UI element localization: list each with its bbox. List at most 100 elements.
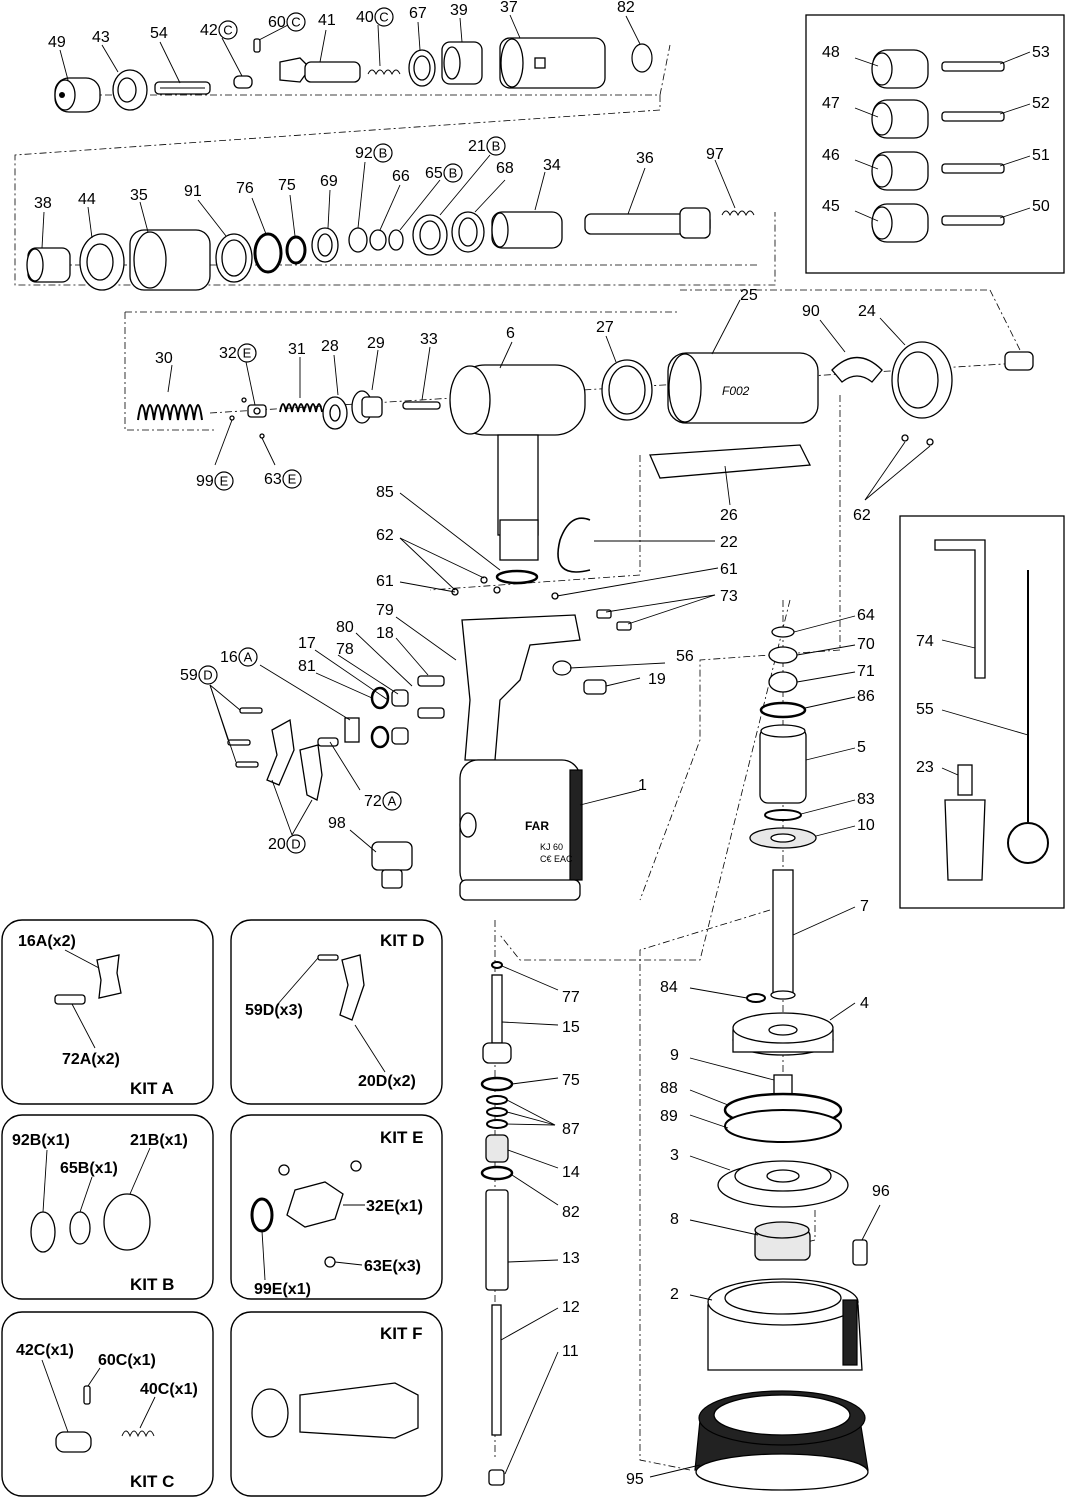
callout-c79: 79 [376, 602, 394, 619]
part-92 [348, 227, 368, 253]
callout-number: 77 [562, 989, 580, 1006]
callout-letter-circle [373, 143, 393, 163]
callout-letter-circle [282, 469, 302, 489]
model-mark: KJ 60 [540, 842, 563, 852]
callout-letter-circle [238, 647, 258, 667]
callout-number: 56 [676, 648, 694, 665]
callout-letter: D [291, 837, 300, 852]
callout-c49: 49 [48, 34, 66, 51]
kit-c-label-42c: 42C(x1) [16, 1342, 74, 1359]
callout-c77: 77 [562, 989, 580, 1006]
callout-c2: 2 [670, 1286, 679, 1303]
kit-a-part-16 [96, 954, 122, 999]
callout-number: 44 [78, 191, 96, 208]
callout-c97: 97 [706, 146, 724, 163]
part-97 [721, 210, 755, 217]
part-62-dots [901, 434, 934, 446]
callout-number: 32 [219, 345, 237, 362]
kit-c-label-60c: 60C(x1) [98, 1352, 156, 1369]
callout-number: 35 [130, 187, 148, 204]
part-12 [488, 1304, 505, 1486]
callout-c22: 22 [720, 534, 738, 551]
part-1-body: FAR KJ 60 C€ EAC [459, 614, 583, 901]
part-44 [79, 233, 125, 291]
kit-b-label-65b: 65B(x1) [60, 1160, 118, 1177]
callout-c66: 66 [392, 168, 410, 185]
callout-number: 99 [196, 473, 214, 490]
callout-number: 82 [617, 0, 635, 16]
callout-c29: 29 [367, 335, 385, 352]
kit-c-part-40 [121, 1430, 155, 1438]
part-68 [451, 211, 485, 253]
callout-number: 5 [857, 739, 866, 756]
third-row-parts: F002 [137, 341, 1034, 561]
tool-body-group: FAR KJ 60 C€ EAC [227, 517, 632, 901]
kit-f-box [230, 1311, 443, 1497]
part-29 [351, 390, 383, 424]
kit-d-box [230, 919, 443, 1105]
callout-c10: 10 [857, 817, 875, 834]
callout-c36: 36 [636, 150, 654, 167]
part-52 [941, 111, 1005, 122]
callout-c19: 19 [648, 671, 666, 688]
part-73 [596, 609, 632, 631]
callout-number: 7 [860, 898, 869, 915]
callout-c30: 30 [155, 350, 173, 367]
part-37 [499, 37, 606, 89]
callout-number: 15 [562, 1019, 580, 1036]
callout-c3: 3 [670, 1147, 679, 1164]
part-41 [279, 57, 361, 83]
callout-number: 62 [376, 527, 394, 544]
callout-number: 27 [596, 319, 614, 336]
callout-number: 22 [720, 534, 738, 551]
callout-number: 28 [321, 338, 339, 355]
callout-c8: 8 [670, 1211, 679, 1228]
callout-c43: 43 [92, 29, 110, 46]
callout-number: 29 [367, 335, 385, 352]
kit-b-title: KIT B [130, 1275, 174, 1294]
part-65 [388, 229, 404, 251]
callout-c31: 31 [288, 341, 306, 358]
callout-c25: 25 [740, 287, 758, 304]
kit-e-label-99e: 99E(x1) [254, 1281, 311, 1298]
kit-b-label-21b: 21B(x1) [130, 1132, 188, 1149]
part-34 [491, 211, 563, 249]
callout-c26: 26 [720, 507, 738, 524]
callout-number: 20 [268, 836, 286, 853]
kit-e-title: KIT E [380, 1128, 423, 1147]
callout-number: 34 [543, 157, 561, 174]
callout-number: 84 [660, 979, 678, 996]
callout-c55: 55 [916, 701, 934, 718]
callout-number: 64 [857, 607, 875, 624]
callout-c11: 11 [562, 1343, 579, 1360]
callout-number: 97 [706, 146, 724, 163]
callout-number: 50 [1032, 198, 1050, 215]
kit-f-part-nose [299, 1382, 419, 1439]
part-7 [770, 869, 796, 1000]
part-36 [584, 207, 711, 239]
callout-c44: 44 [78, 191, 96, 208]
callout-number: 2 [670, 1286, 679, 1303]
kit-c-label-40c: 40C(x1) [140, 1381, 198, 1398]
part-5 [759, 724, 807, 804]
callout-c75b: 75 [562, 1072, 580, 1089]
callout-c90: 90 [802, 303, 820, 320]
kit-c-box [1, 1311, 214, 1497]
part-26 [649, 444, 812, 479]
part-51 [941, 163, 1005, 174]
callout-number: 67 [409, 5, 427, 22]
kit-a-box [1, 919, 214, 1105]
callout-number: 40 [356, 9, 374, 26]
part-15 [482, 974, 512, 1064]
callout-c86: 86 [857, 688, 875, 705]
callout-letter-circle [374, 7, 394, 27]
callout-number: 59 [180, 667, 198, 684]
callout-number: 13 [562, 1250, 580, 1267]
callout-c24: 24 [858, 303, 876, 320]
kit-c-title: KIT C [130, 1472, 174, 1491]
callout-number: 4 [860, 995, 869, 1012]
callout-number: 72 [364, 793, 382, 810]
